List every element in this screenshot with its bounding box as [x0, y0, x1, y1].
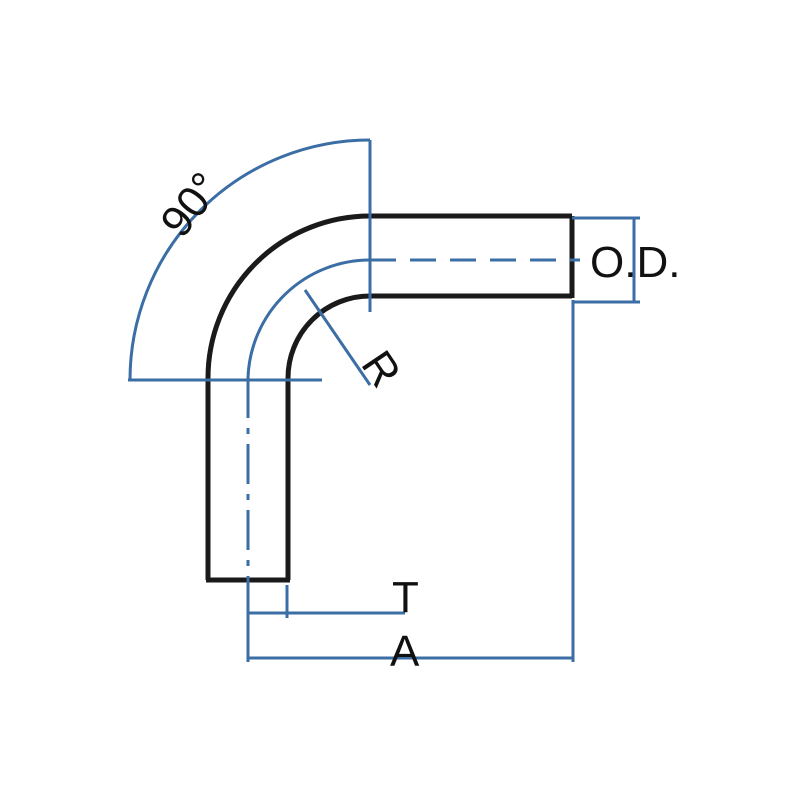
dimension-labels: 90° O.D. R T A: [151, 164, 680, 676]
length-label: A: [390, 627, 420, 676]
od-label: O.D.: [590, 238, 680, 287]
wall-thickness-label: T: [392, 573, 419, 622]
pipe-inner-wall: [285, 293, 572, 580]
pipe-outer-wall: [205, 213, 572, 580]
pipe-outline: [205, 213, 575, 583]
pipe-centerline-arc: [246, 258, 371, 379]
radius-leader-line: [303, 289, 372, 386]
radius-label: R: [352, 342, 410, 396]
dimension-lines: [128, 138, 640, 662]
angle-dimension-arc: [128, 138, 371, 381]
angle-label: 90°: [151, 164, 231, 247]
